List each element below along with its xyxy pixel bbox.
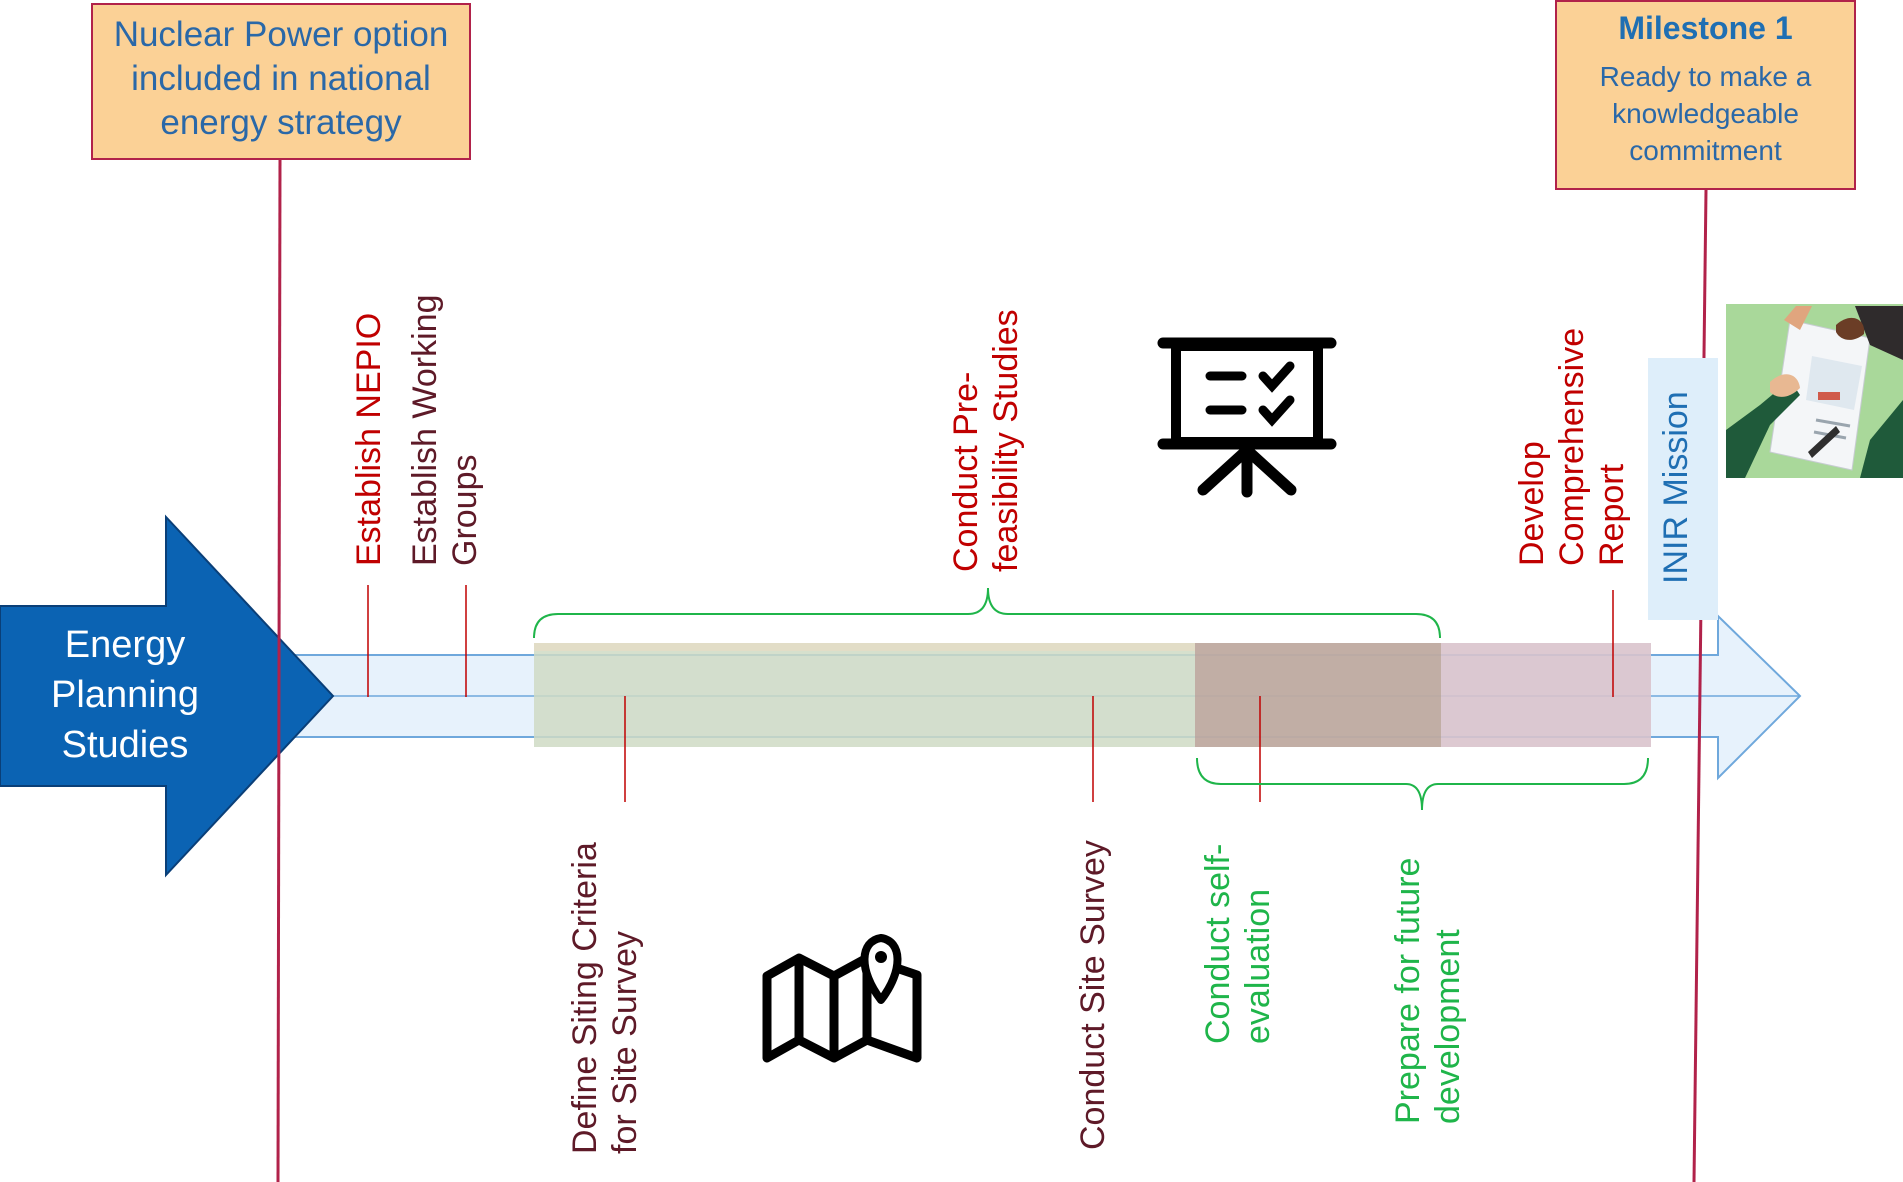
label-site-survey: Conduct Site Survey [1074,840,1112,1150]
milestone-1-box: Milestone 1 Ready to make a knowledgeabl… [1555,0,1856,190]
band-future-development [1441,643,1651,747]
inir-mission-box [1648,358,1718,620]
label-self-evaluation: Conduct self- evaluation [1199,843,1277,1044]
handshake-documents-icon [1726,304,1903,478]
label-siting-criteria: Define Siting Criteria for Site Survey [566,842,644,1154]
presentation-checklist-icon [1157,337,1337,498]
label-inir-mission: INIR Mission [1657,391,1695,584]
label-establish-working-groups: Establish Working Groups [406,294,484,567]
nuclear-power-option-text: Nuclear Power option included in nationa… [113,15,449,142]
band-prefeasibility [534,643,1195,747]
nuclear-power-option-box: Nuclear Power option included in nationa… [91,3,471,160]
energy-planning-label: Energy Planning Studies [51,624,199,766]
milestone-1-text: Ready to make a knowledgeable commitment [1599,61,1812,166]
label-establish-nepio: Establish NEPIO [350,312,388,566]
label-future-development: Prepare for future development [1389,857,1467,1124]
map-location-icon [762,934,922,1063]
band-top-edge [534,643,1195,651]
label-comprehensive-report: Develop Comprehensive Report [1513,327,1631,566]
band-self-evaluation [1195,643,1441,747]
energy-planning-arrow [0,514,335,878]
label-prefeasibility: Conduct Pre- feasibility Studies [947,309,1025,572]
vertical-line-left [276,157,282,1182]
brace-self-evaluation-future [1196,757,1649,811]
brace-prefeasibility [533,587,1441,639]
vertical-line-right [1692,189,1708,1182]
milestone-1-title: Milestone 1 [1618,10,1793,46]
